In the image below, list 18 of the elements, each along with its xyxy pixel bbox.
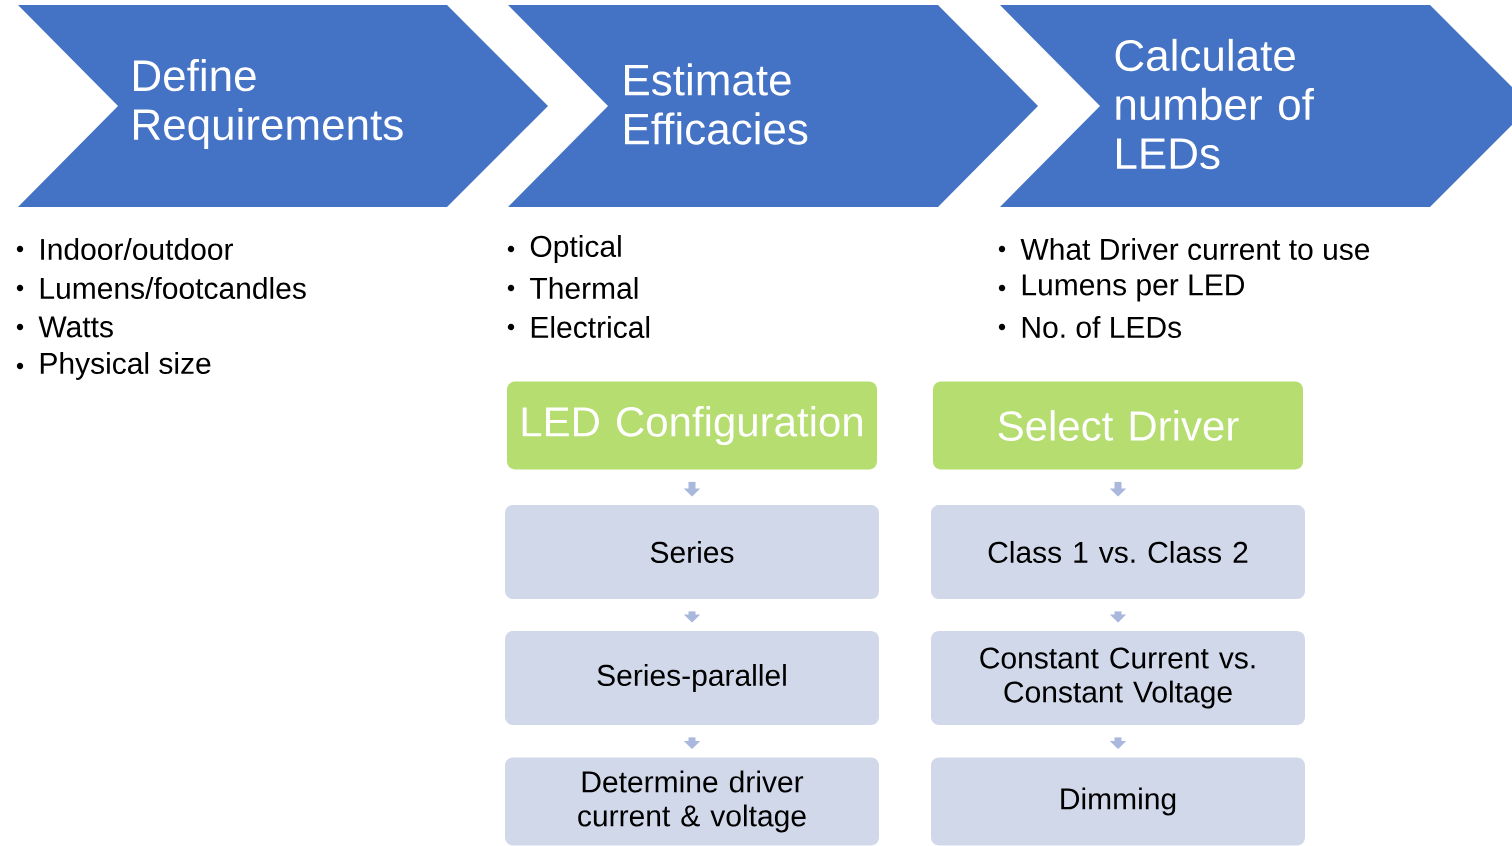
list-item: Watts [38,316,113,338]
step-box: Determine driver current & voltage [505,757,879,846]
header-box: Select Driver [933,381,1303,470]
step-box: Constant Current vs. Constant Voltage [931,631,1305,725]
list-item: Thermal [530,277,638,299]
step-box: Series-parallel [505,631,879,725]
list-item: Lumens/footcandles [40,277,306,299]
step-box: Dimming [931,757,1305,846]
header-box: LED Configuration [507,381,877,470]
list-item: Physical size [40,352,211,380]
list-item: Electrical [531,316,650,338]
list-item: Optical [530,235,621,263]
step-box: Class 1 vs. Class 2 [931,505,1305,599]
list-item: Indoor/outdoor [41,238,233,260]
list-item: Lumens per LED [1022,274,1245,302]
list-item: No. of LEDs [1022,316,1181,338]
step-box: Series [505,505,879,599]
list-item: What Driver current to use [1020,238,1370,260]
